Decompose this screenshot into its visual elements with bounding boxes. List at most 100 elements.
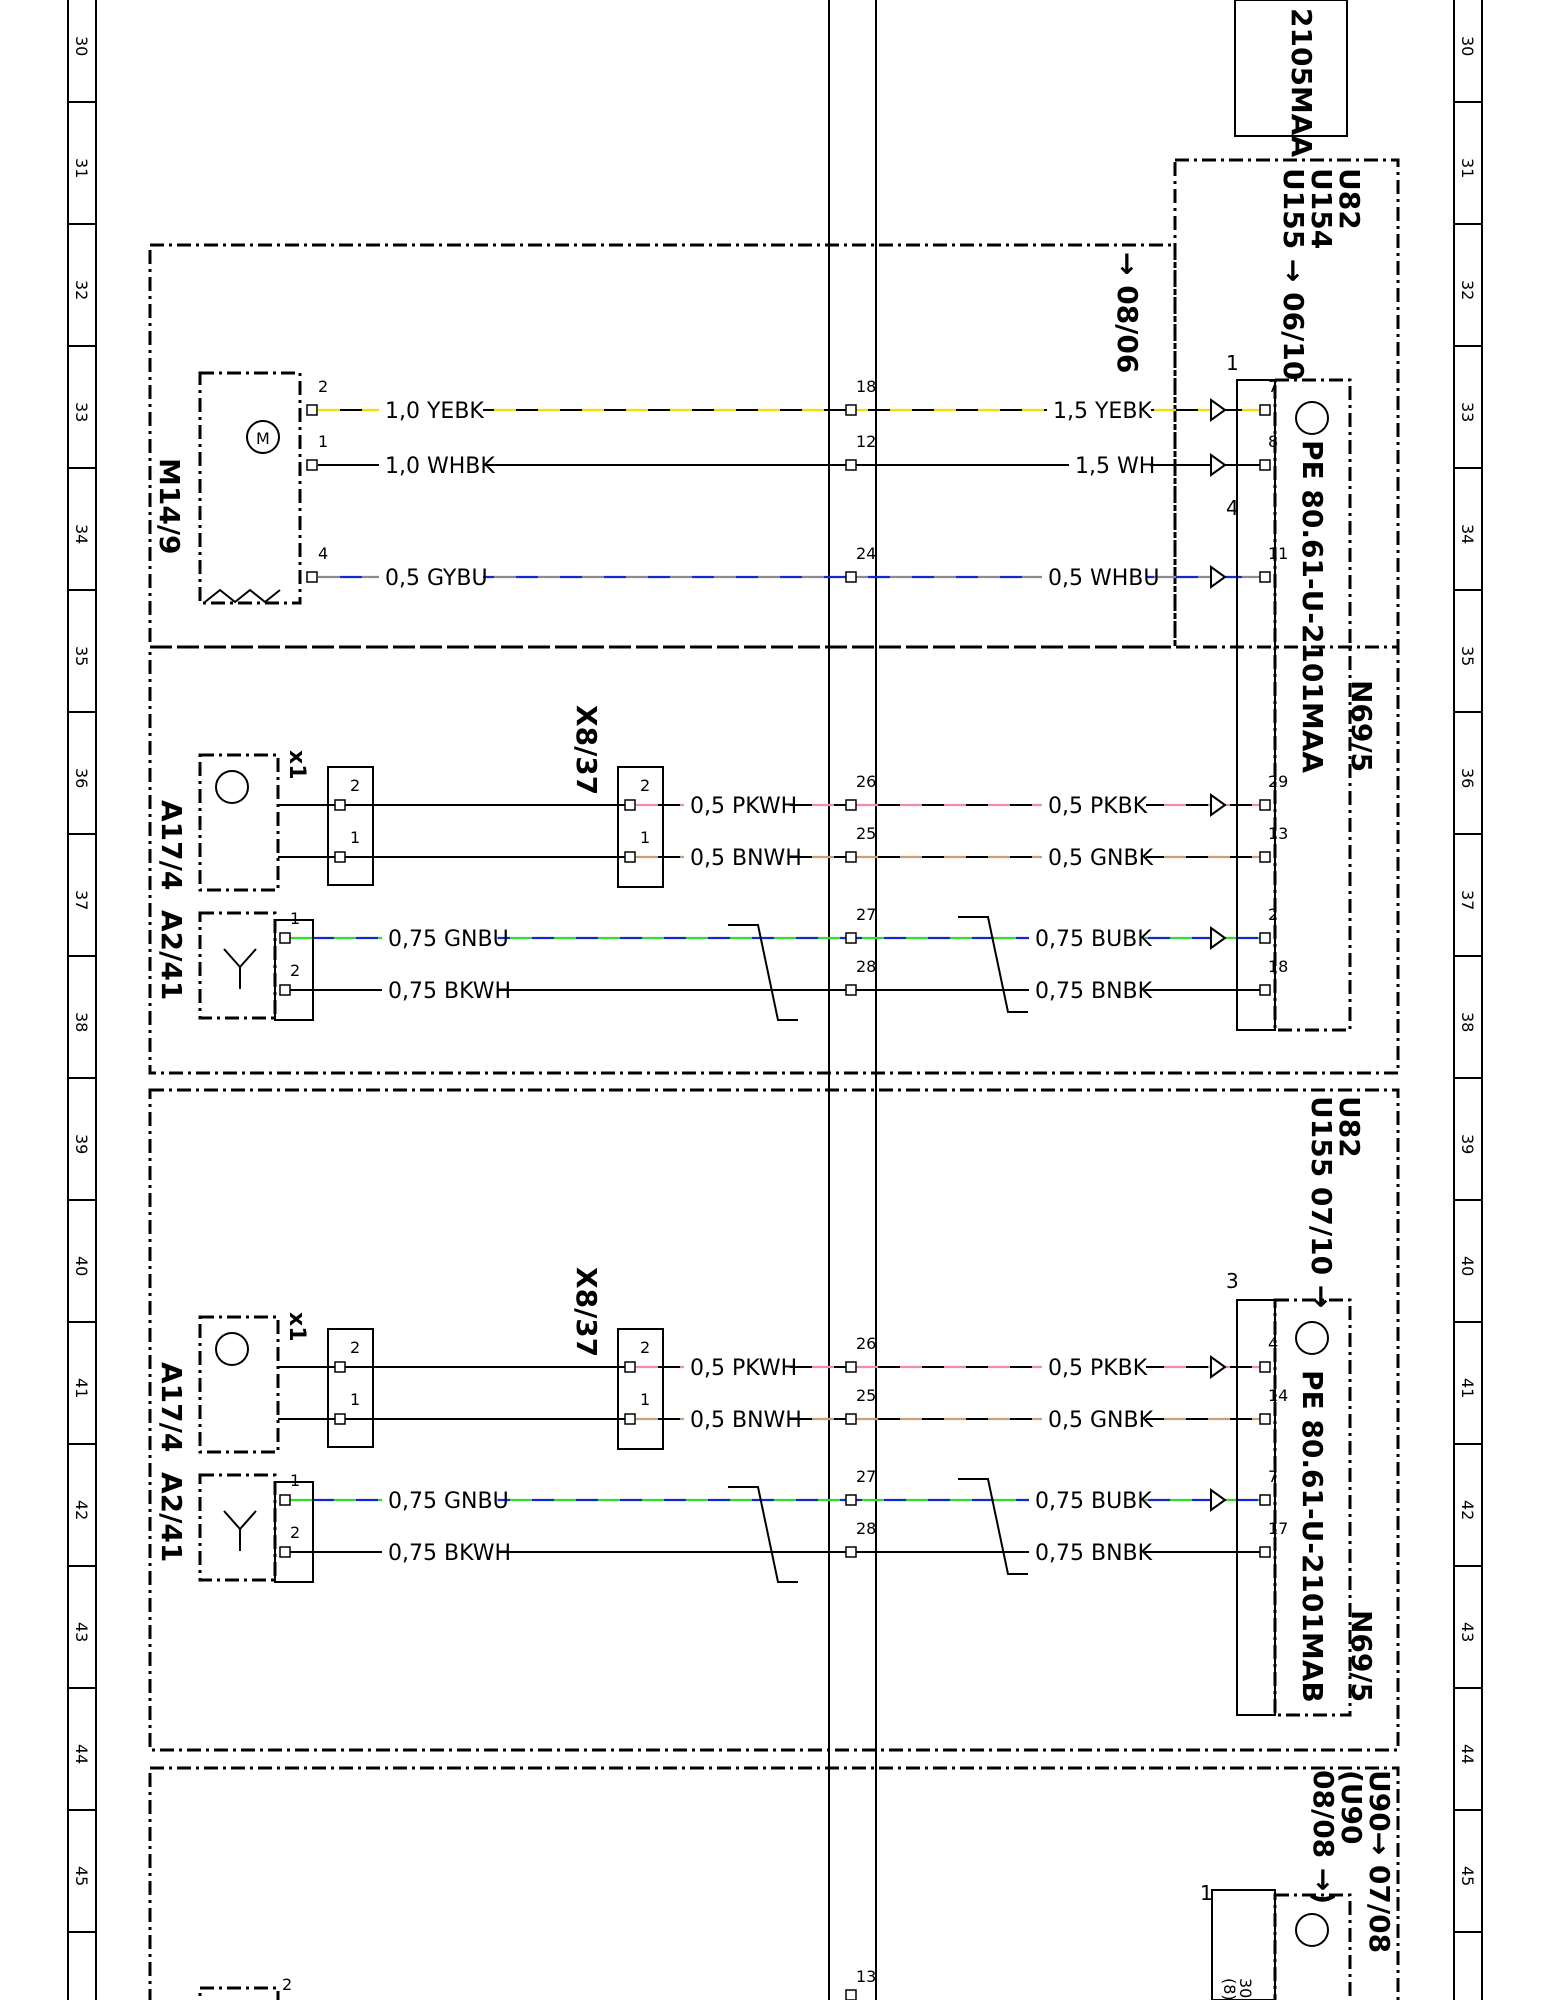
- x-pin: [845, 1989, 857, 2001]
- block-wire-label-right-bg: [1042, 1354, 1146, 1380]
- block-wire-label-left: 0,5 PKWH: [690, 794, 797, 819]
- m14-wire-label-left-bg: [379, 564, 483, 590]
- ruler-left-label: 41: [72, 1378, 91, 1398]
- ruler-left-label: 42: [72, 1500, 91, 1520]
- n69-pin-number: 17: [1268, 1519, 1288, 1538]
- twisted-pair-marker: [728, 1486, 798, 1583]
- n69-input-arrow: [1210, 793, 1227, 817]
- x8-pin: [624, 851, 636, 863]
- n69-pin-number: 30(8): [1220, 1978, 1255, 2000]
- block-wire-label-left: 0,75 BKWH: [388, 979, 511, 1004]
- x1-pin-number: 1: [350, 1390, 360, 1409]
- hall-sensor-icon: [215, 1332, 249, 1366]
- a2-41-label: A2/41: [155, 1472, 188, 1562]
- m14-9-housing: [198, 371, 302, 605]
- ruler-right-label: 36: [1458, 768, 1477, 788]
- x-pin: [845, 1361, 857, 1373]
- block-wire-label-left: 0,75 GNBU: [388, 1489, 509, 1514]
- block-wire-label-right: 0,75 BNBK: [1035, 979, 1153, 1004]
- frame-block1: [148, 645, 1400, 1075]
- block-wire-label-left-bg: [382, 1539, 498, 1565]
- ruler-right-label: 41: [1458, 1378, 1477, 1398]
- ruler-left-label: 35: [72, 646, 91, 666]
- n69-5-label: N69/5: [1345, 680, 1378, 772]
- ruler-left-label: 39: [72, 1134, 91, 1154]
- x1-pin: [334, 851, 346, 863]
- ruler-left-label: 45: [72, 1866, 91, 1886]
- block-wire-label-right-bg: [1029, 977, 1145, 1003]
- pe-reference-label: PE 80.61-U-2101MAB: [1296, 1370, 1329, 1703]
- x8-pin-number: 2: [640, 1338, 650, 1357]
- block-wire-label-right: 0,5 PKBK: [1048, 794, 1148, 819]
- ruler-right-label: 38: [1458, 1012, 1477, 1032]
- n69-input-arrow: [1210, 926, 1227, 950]
- m14-wire-label-right-bg: [1042, 564, 1146, 590]
- a2-41-pin-number: 1: [290, 1471, 300, 1490]
- m14-wire-label-left-bg: [379, 452, 483, 478]
- ruler-right-label: 33: [1458, 402, 1477, 422]
- group-label: 3: [1226, 1269, 1239, 1293]
- x-pin-number: 28: [856, 1519, 876, 1538]
- n69-pin: [1259, 404, 1271, 416]
- block-wire-label-left-bg: [382, 977, 498, 1003]
- n69-5-housing: [1273, 378, 1352, 1032]
- motor-icon: [246, 420, 280, 454]
- x-pin-number: 13: [856, 1967, 876, 1986]
- group-label: 1: [1200, 1881, 1213, 1905]
- a17-4-label: A17/4: [155, 800, 188, 890]
- x8-pin-number: 2: [640, 776, 650, 795]
- pe-reference-label: PE 80.61-U-2101MAA: [1296, 440, 1329, 773]
- x1-pin: [334, 799, 346, 811]
- m14-pin: [306, 571, 318, 583]
- n69-pin: [1259, 932, 1271, 944]
- x1-pin: [334, 1361, 346, 1373]
- bottom-housing: [198, 1986, 280, 2004]
- ruler-right-label: 34: [1458, 524, 1477, 544]
- ruler-left-label: 32: [72, 280, 91, 300]
- n69-pin: [1259, 1546, 1271, 1558]
- n69-input-arrow: [1210, 398, 1227, 422]
- x8-37-connector: [617, 766, 664, 888]
- n69-pin-number: 14: [1268, 1386, 1288, 1405]
- n69-5-connector: [1236, 379, 1276, 1031]
- variant-b-label: U82U155 07/10 →: [1305, 1096, 1366, 1308]
- x-pin: [845, 984, 857, 996]
- frame-block3: [148, 1766, 1400, 2004]
- block-wire-label-left: 0,5 PKWH: [690, 1356, 797, 1381]
- top-module-box: [1234, 0, 1348, 137]
- x1-label: x1: [284, 750, 309, 780]
- x-pin-number: 18: [856, 377, 876, 396]
- ruler-right-label: 32: [1458, 280, 1477, 300]
- block-wire-label-right: 0,5 PKBK: [1048, 1356, 1148, 1381]
- n69-pin: [1259, 799, 1271, 811]
- a2-41-pin-number: 2: [290, 1523, 300, 1542]
- block-wire-label-right-bg: [1042, 1406, 1146, 1432]
- a2-41-connector: [274, 1481, 314, 1583]
- ruler-right-label: 42: [1458, 1500, 1477, 1520]
- a17-4-housing: [198, 753, 280, 892]
- ruler-left-label: 37: [72, 890, 91, 910]
- x-pin-number: 28: [856, 957, 876, 976]
- n69-pin: [1259, 459, 1271, 471]
- n69-input-arrow: [1210, 1355, 1227, 1379]
- n69-input-arrow: [1210, 565, 1227, 589]
- hall-sensor-icon: [215, 770, 249, 804]
- n69-input-arrow: [1210, 453, 1227, 477]
- ruler-right-label: 45: [1458, 1866, 1477, 1886]
- ruler-left-label: 43: [72, 1622, 91, 1642]
- x-pin-number: 25: [856, 824, 876, 843]
- x8-pin-number: 1: [640, 1390, 650, 1409]
- variant-a-label: U82U154U155 → 06/10: [1277, 168, 1366, 380]
- block-wire-label-right: 0,75 BNBK: [1035, 1541, 1153, 1566]
- block-wire-label-right-bg: [1042, 844, 1146, 870]
- antenna-icon: [223, 1510, 257, 1551]
- twisted-pair-marker: [958, 1478, 1028, 1575]
- x1-connector: [327, 766, 374, 886]
- block-wire-label-left-bg: [684, 792, 788, 818]
- date-m14-label: → 08/06: [1111, 252, 1144, 373]
- x-pin: [845, 1494, 857, 1506]
- n69-pin-number: 11: [1268, 544, 1288, 563]
- group-label: 1: [1226, 351, 1239, 375]
- x1-label: x1: [284, 1312, 309, 1342]
- block-wire-label-left-bg: [382, 925, 498, 951]
